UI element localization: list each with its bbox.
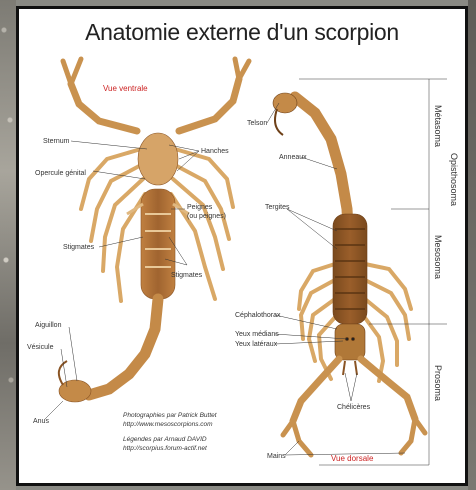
label-aiguillon: Aiguillon [35, 322, 62, 329]
ventral-cephalothorax [138, 133, 178, 185]
label-cephalothorax: Céphalothorax [235, 312, 281, 319]
ventral-view-label: Vue ventrale [103, 84, 148, 93]
ventral-tail [89, 299, 158, 395]
label-stigmates-left: Stigmates [63, 244, 95, 251]
leader-lines [45, 79, 447, 465]
scorpion-diagram: Vue ventrale Vue dorsale Sternum Hanches… [19, 9, 465, 483]
label-yeux-medians: Yeux médians [235, 331, 279, 338]
label-stigmates-right: Stigmates [171, 272, 203, 279]
ventral-telson [59, 380, 91, 402]
ventral-right-pedipalp [179, 79, 239, 131]
left-background-strip [0, 0, 16, 490]
dorsal-prosoma [335, 324, 365, 360]
label-opercule: Opercule génital [35, 170, 86, 177]
label-yeux-lateraux: Yeux latéraux [235, 341, 278, 348]
region-mesosoma: Mesosoma [433, 235, 443, 279]
ventral-leg-r1 [175, 149, 233, 207]
dorsal-view-label: Vue dorsale [331, 454, 374, 463]
credit-photo-url: http://www.mesoscorpions.com [123, 421, 213, 428]
label-sternum: Sternum [43, 138, 70, 145]
ventral-leg-l3 [103, 179, 143, 271]
label-telson: Telson [247, 120, 267, 127]
label-anneaux: Anneaux [279, 154, 307, 161]
dorsal-left-pedipalp [293, 359, 339, 421]
credit-photo: Photographies par Patrick Buttet [123, 412, 218, 419]
ventral-leg-r3 [173, 179, 223, 269]
anatomy-poster: Anatomie externe d'un scorpion [16, 6, 468, 486]
label-tergites: Tergites [265, 204, 290, 211]
label-peignes-sub: (ou peignes) [187, 213, 226, 220]
credit-legend: Légendes par Arnaud DAVID [123, 436, 207, 443]
ventral-abdomen [141, 189, 175, 299]
label-anus: Anus [33, 418, 49, 425]
region-opisthosoma: Opisthosoma [449, 153, 459, 206]
right-background-strip [468, 0, 476, 490]
credit-legend-url: http://scorpius.forum-actif.net [123, 445, 208, 452]
label-hanches: Hanches [201, 148, 229, 155]
label-cheliceres: Chélicères [337, 404, 371, 411]
region-metasoma: Métasoma [433, 105, 443, 147]
label-peignes: Peignes [187, 204, 213, 211]
dorsal-scorpion [273, 93, 425, 455]
dorsal-mesosoma [333, 214, 367, 324]
label-mains: Mains [267, 453, 286, 460]
label-vesicule: Vésicule [27, 344, 54, 351]
ventral-scorpion [59, 59, 249, 402]
region-prosoma: Prosoma [433, 365, 443, 401]
